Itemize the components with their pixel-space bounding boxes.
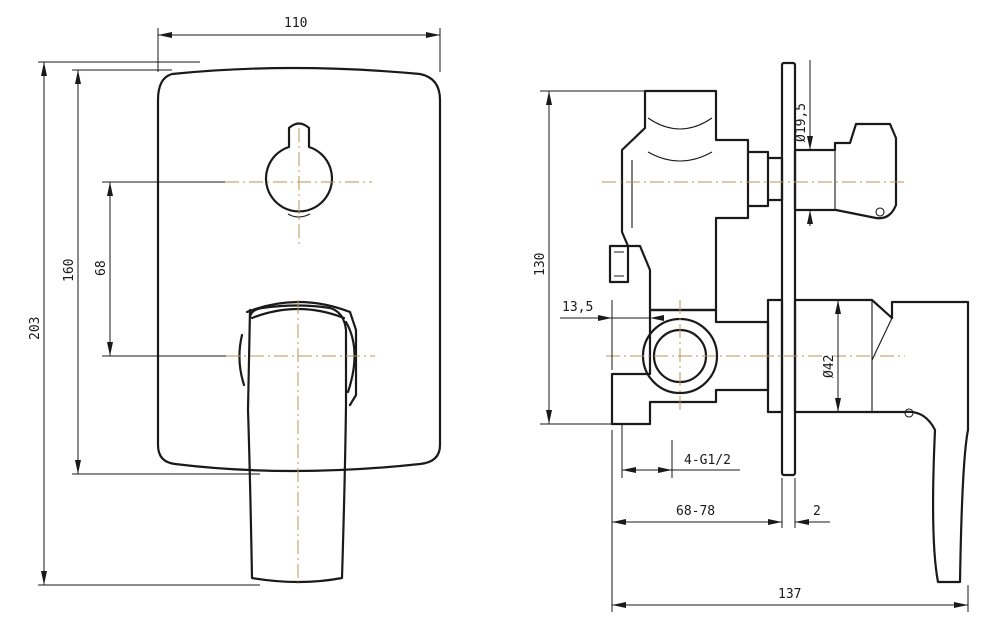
dim-outlet-diameter: Ø19,5: [794, 103, 809, 142]
dim-plate-thickness: 2: [813, 504, 821, 519]
dim-front-width: 110: [284, 16, 307, 31]
diverter-body: [620, 89, 750, 312]
wall-plate: [780, 61, 797, 477]
dim-body-height: 130: [533, 253, 548, 276]
cover-plate: [156, 66, 442, 473]
dim-lever-diameter: Ø42: [822, 355, 837, 378]
diverter-knob: [264, 122, 334, 218]
mixer-body: [610, 308, 770, 426]
dim-knob-to-lever: 68: [94, 260, 109, 276]
diverter-outlet: [793, 122, 898, 220]
side-lever: [793, 298, 970, 584]
dim-total-depth: 137: [778, 587, 801, 602]
side-view: 130 13,5 Ø19,5 Ø42 4-G1/2: [533, 60, 970, 612]
dim-offset: 13,5: [562, 300, 593, 315]
dim-total-height: 203: [28, 317, 43, 340]
front-view: 110 203 160 68: [28, 16, 442, 586]
dim-plate-height: 160: [62, 259, 77, 282]
dim-thread: 4-G1/2: [684, 453, 731, 468]
dim-wall-depth: 68-78: [676, 504, 715, 519]
